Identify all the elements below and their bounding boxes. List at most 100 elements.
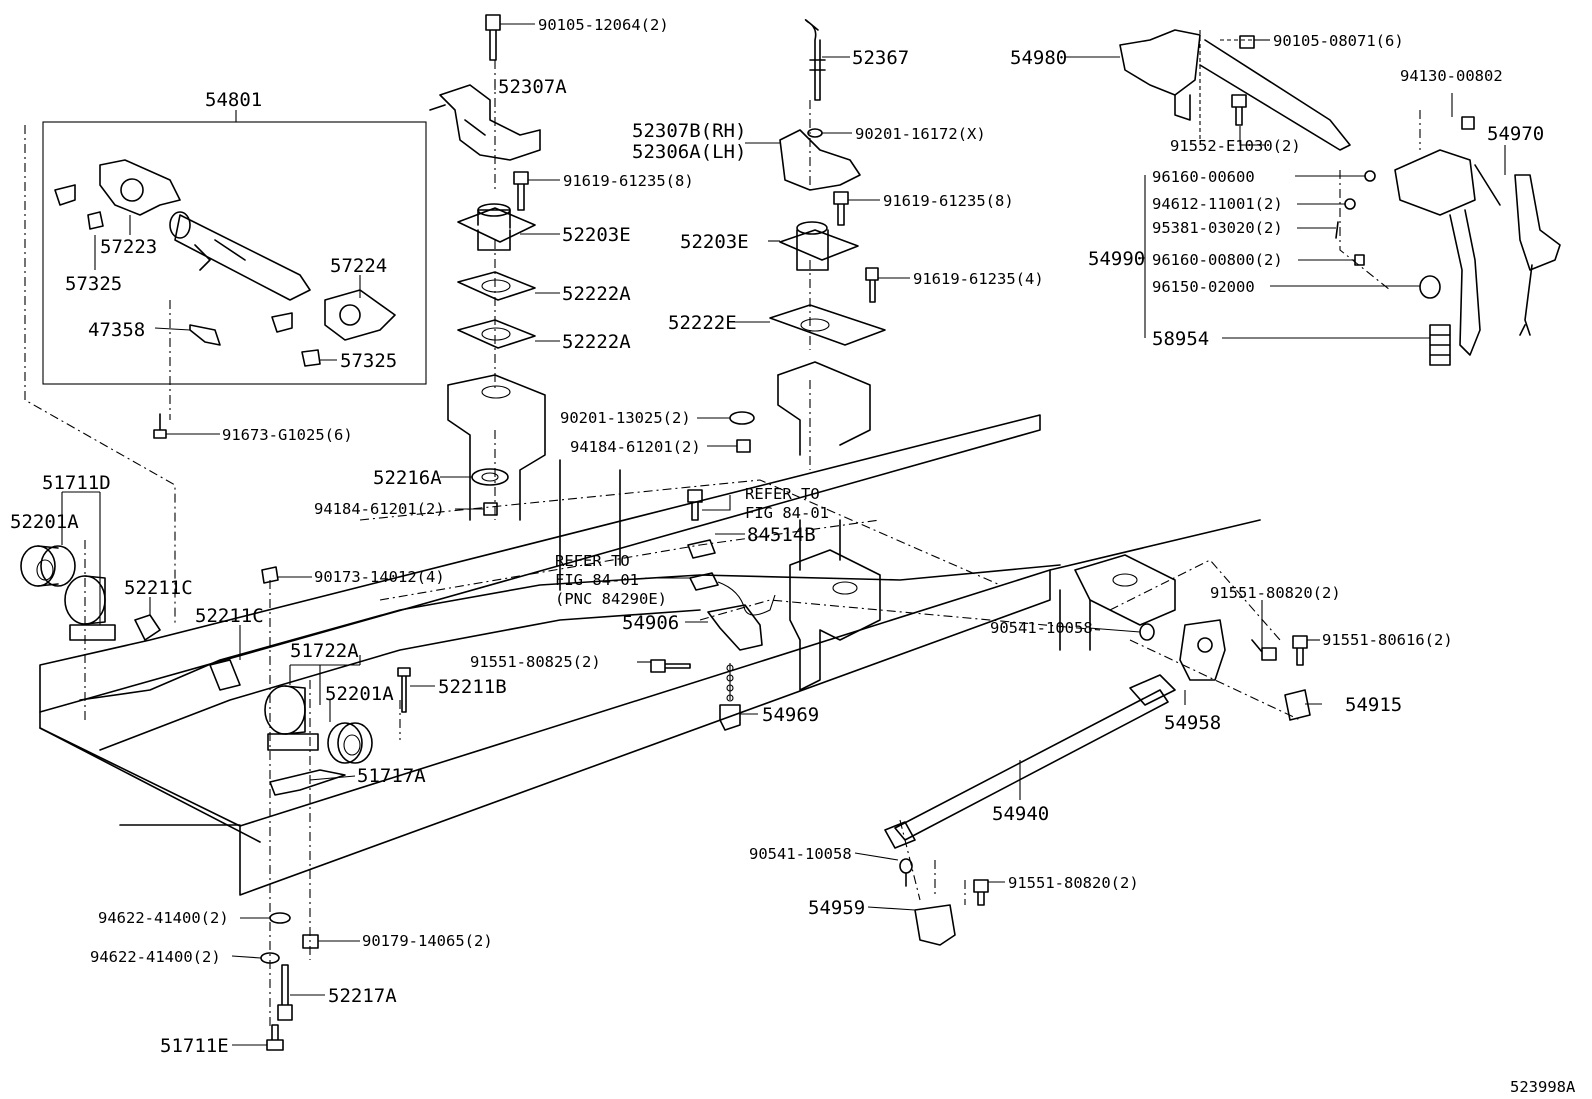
bracket-54959 [914, 904, 956, 946]
bracket-52307A [429, 84, 541, 161]
label-52222A-b: 52222A [562, 331, 631, 353]
bolt-51711E [266, 1024, 284, 1051]
label-90201-13025: 90201-13025(2) [560, 409, 691, 427]
assembly-box-54801 [42, 121, 427, 385]
label-90105-12064: 90105-12064(2) [538, 16, 669, 34]
refer-b-line1: REFER TO [555, 552, 630, 570]
assembly-lines [24, 30, 1421, 1030]
label-51711D: 51711D [42, 472, 111, 494]
label-52203E-a: 52203E [562, 224, 631, 246]
rod-54940 [884, 674, 1176, 849]
part-labels: 54801 57223 57325 57224 47358 57325 9167… [10, 16, 1576, 1096]
bracket-center-frame [789, 549, 881, 691]
bracket-54958 [1179, 619, 1226, 681]
label-54980: 54980 [1010, 47, 1067, 69]
label-91619-c: 91619-61235(4) [913, 270, 1044, 288]
stud-52217A [277, 964, 293, 1021]
label-54906: 54906 [622, 612, 679, 634]
bracket-57223 [54, 159, 181, 216]
label-57224: 57224 [330, 255, 387, 277]
label-52306A: 52306A(LH) [632, 141, 746, 163]
diagram-code: 523998A [1510, 1078, 1576, 1096]
label-51711E: 51711E [160, 1035, 229, 1057]
label-94130: 94130-00802 [1400, 67, 1503, 85]
label-52216A: 52216A [373, 467, 442, 489]
lever-54980 [1119, 29, 1351, 151]
label-91551-80820-a: 91551-80820(2) [1210, 584, 1341, 602]
label-52217A: 52217A [328, 985, 397, 1007]
bolt-91551-80820-b [973, 879, 989, 906]
label-51717A: 51717A [357, 765, 426, 787]
label-47358: 47358 [88, 319, 145, 341]
plate-52222E [769, 304, 886, 346]
label-54969: 54969 [762, 704, 819, 726]
nut-94184-a [736, 439, 751, 453]
label-52222E: 52222E [668, 312, 737, 334]
link-54969 [719, 663, 741, 731]
bolt-91619-b [833, 191, 849, 226]
refer-b-line3: (PNC 84290E) [555, 590, 667, 608]
label-57325-a: 57325 [65, 273, 122, 295]
label-91619-b: 91619-61235(8) [883, 192, 1014, 210]
bolt-refer [687, 489, 703, 521]
label-57325-b: 57325 [340, 350, 397, 372]
small-parts-54990 [1335, 170, 1451, 366]
clip-54915 [1284, 689, 1311, 721]
label-54915: 54915 [1345, 694, 1402, 716]
label-52222A-a: 52222A [562, 283, 631, 305]
label-52201A-a: 52201A [10, 511, 79, 533]
label-51722A: 51722A [290, 640, 359, 662]
bracket-54906 [707, 604, 763, 651]
bracket-right-frame [1074, 554, 1176, 626]
label-90173: 90173-14012(4) [314, 568, 445, 586]
nut-94130 [1461, 116, 1475, 130]
bolt-52211B [397, 667, 411, 713]
housing-51722A [264, 685, 319, 751]
cap-52211C-left [134, 614, 161, 641]
frame-rail [39, 414, 1261, 896]
label-91552: 91552-E1030(2) [1170, 137, 1301, 155]
label-94184-b: 94184-61201(2) [314, 500, 445, 518]
bolt-91551-80616 [1292, 635, 1308, 666]
label-52307A: 52307A [498, 76, 567, 98]
bolt-91552 [1231, 94, 1247, 126]
housing-51711D [64, 575, 116, 641]
label-57223: 57223 [100, 236, 157, 258]
label-90201-16172: 90201-16172(X) [855, 125, 986, 143]
mount-52203E-left [457, 203, 536, 251]
label-52211C-a: 52211C [124, 577, 193, 599]
tube-47358 [169, 211, 311, 346]
bushing-90541-b [899, 858, 913, 887]
cap-52211C-right [209, 659, 241, 691]
block-84514B [687, 539, 716, 559]
bolt-91551-80820-a [1251, 639, 1277, 661]
label-94184-a: 94184-61201(2) [570, 438, 701, 456]
label-54958: 54958 [1164, 712, 1221, 734]
nut-94184-b [483, 502, 498, 516]
bolt-91673 [153, 413, 167, 439]
arm-54970 [1514, 174, 1561, 336]
bolt-90105-12064 [485, 14, 501, 61]
label-91673: 91673-G1025(6) [222, 426, 353, 444]
label-94622-b: 94622-41400(2) [90, 948, 221, 966]
bolt-91551-80825 [650, 659, 691, 673]
label-96160-00800: 96160-00800(2) [1152, 251, 1283, 269]
label-90105-08071: 90105-08071(6) [1273, 32, 1404, 50]
nut-90179 [302, 934, 319, 949]
label-58954: 58954 [1152, 328, 1209, 350]
label-91551-80616: 91551-80616(2) [1322, 631, 1453, 649]
label-94612: 94612-11001(2) [1152, 195, 1283, 213]
bolt-91619-a [513, 171, 529, 211]
label-52211B: 52211B [438, 676, 507, 698]
plate-52222A-b [457, 319, 536, 349]
bracket-frame-right [777, 361, 871, 456]
refer-a-line1: REFER TO [745, 485, 820, 503]
bracket-57224 [87, 211, 396, 367]
label-96160-00600: 96160-00600 [1152, 168, 1255, 186]
label-90179: 90179-14065(2) [362, 932, 493, 950]
washer-52216A [471, 468, 509, 486]
bolt-90105-08071 [1239, 35, 1255, 49]
label-52367: 52367 [852, 47, 909, 69]
refer-b-line2: FIG 84-01 [555, 571, 639, 589]
